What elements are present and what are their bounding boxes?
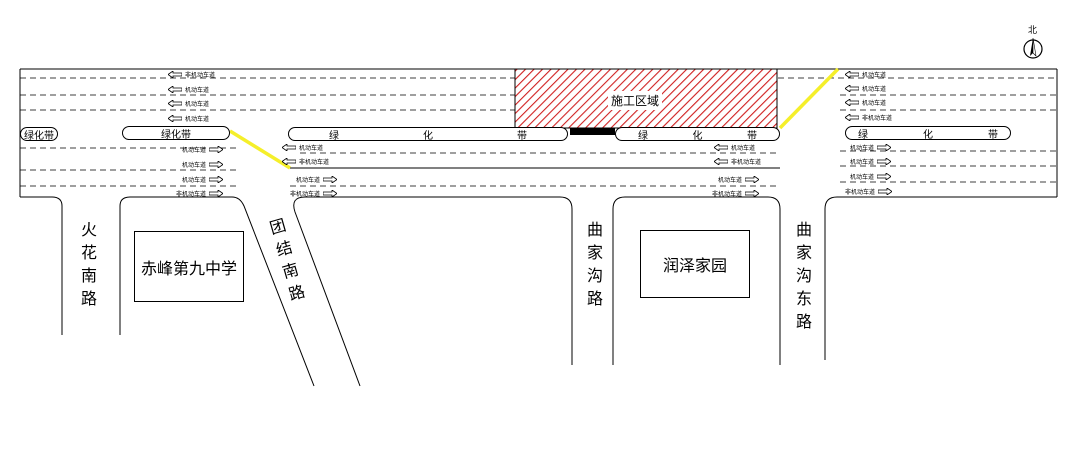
arrow-curve-left-icon	[845, 99, 859, 106]
lane-label: 机动车道	[850, 172, 892, 181]
lane-label: 非机动车道	[845, 187, 893, 196]
greenbelt-middle: 绿化带	[288, 127, 568, 142]
arrow-right-icon	[877, 144, 892, 151]
lane-label: 非机动车道	[290, 189, 338, 198]
lane-label: 机动车道	[296, 175, 338, 184]
lane-label: 机动车道	[168, 85, 209, 94]
yellow-taper-east	[778, 67, 840, 130]
road-qujiagou-east: 曲家沟东路	[795, 220, 812, 331]
arrow-right-icon	[209, 161, 224, 168]
school-building: 赤峰第九中学	[134, 231, 244, 302]
lane-label: 非机动车道	[845, 113, 892, 122]
lane-label: 机动车道	[845, 70, 886, 79]
arrow-right-icon	[323, 190, 338, 197]
construction-zone-label: 施工区域	[608, 91, 663, 110]
arrow-left-icon	[714, 144, 728, 151]
arrow-right-icon	[323, 176, 338, 183]
arrow-left-icon	[168, 86, 182, 93]
arrow-left-icon	[168, 71, 182, 78]
arrow-curve-left-icon	[282, 144, 296, 151]
yellow-taper-west	[229, 129, 291, 170]
lane-label: 机动车道	[850, 143, 892, 152]
arrow-curve-left-icon	[845, 71, 859, 78]
arrow-left-icon	[714, 158, 728, 165]
arrow-curve-left-icon	[845, 85, 859, 92]
arrow-right-icon	[209, 176, 224, 183]
lane-label: 机动车道	[850, 157, 892, 166]
arrow-left-icon	[168, 115, 182, 122]
lane-label: 非机动车道	[176, 189, 224, 198]
lane-label: 机动车道	[714, 143, 755, 152]
lane-label: 机动车道	[845, 98, 886, 107]
greenbelt-right: 绿化带	[845, 126, 1011, 141]
greenbelt-left: 绿化带	[122, 126, 230, 141]
greenbelt-left-stub: 绿化带	[20, 127, 58, 142]
north-label: 北	[1028, 26, 1038, 36]
arrow-curve-left-icon	[845, 114, 859, 121]
lane-label: 机动车道	[182, 145, 224, 154]
lane-label: 非机动车道	[714, 157, 761, 166]
arrow-left-icon	[168, 100, 182, 107]
lane-label: 非机动车道	[282, 157, 329, 166]
lane-label: 机动车道	[282, 143, 323, 152]
road-huohua-south: 火花南路	[80, 220, 97, 308]
lane-label: 非机动车道	[712, 189, 760, 198]
arrow-right-icon	[745, 176, 760, 183]
lane-label: 机动车道	[845, 84, 886, 93]
residence-building: 润泽家园	[640, 230, 750, 298]
road-tuanjie-south: 团结南路	[267, 215, 308, 305]
lane-label: 机动车道	[718, 175, 760, 184]
arrow-curve-left-icon	[282, 158, 296, 165]
lane-label: 机动车道	[182, 175, 224, 184]
arrow-right-icon	[745, 190, 760, 197]
arrow-right-icon	[209, 146, 224, 153]
lane-label: 机动车道	[168, 99, 209, 108]
greenbelt-right-mid: 绿化带	[615, 127, 780, 142]
arrow-right-icon	[209, 190, 224, 197]
arrow-right-icon	[878, 188, 893, 195]
lane-label: 机动车道	[182, 160, 224, 169]
road-qujiagou: 曲家沟路	[586, 220, 603, 308]
lane-label: 机动车道	[168, 114, 209, 123]
arrow-right-icon	[877, 173, 892, 180]
arrow-right-icon	[877, 158, 892, 165]
lane-label: 非机动车道	[168, 70, 215, 79]
